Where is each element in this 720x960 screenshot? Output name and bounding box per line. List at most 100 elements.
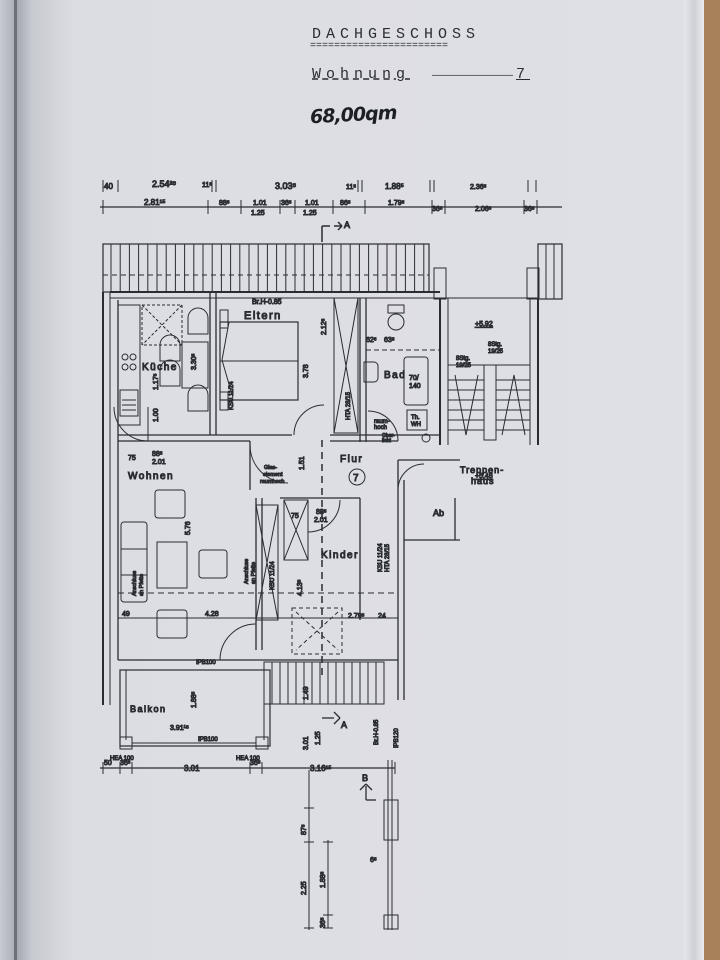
dim-hall-151: 1.51 <box>299 456 306 470</box>
room-label-balcony: Balkon <box>130 704 167 714</box>
dim-top-lower-2: 1.01 <box>253 200 267 207</box>
wardrobe-children <box>255 499 309 621</box>
wardrobe-parents <box>333 297 359 434</box>
dim-bottom-0: 50 <box>104 760 112 767</box>
dim-kitchen-330: 3.30⁵ <box>191 353 198 370</box>
dim-top-lower-5: 1.01 <box>305 200 319 207</box>
steps-2: 8Stg. <box>456 356 470 362</box>
unit-marker-circle <box>348 468 366 486</box>
dim-living-88: 88⁵ <box>152 451 163 458</box>
dim-bottom-2: 3.01 <box>184 764 200 773</box>
room-label-stairs-1: Treppen- <box>460 465 504 475</box>
dim-40: 40 <box>104 182 113 191</box>
dim-bath-62: 62⁵ <box>366 337 377 344</box>
dim-301-vertical: 3.01 <box>303 736 310 750</box>
steps-1-val: 19/25 <box>488 349 504 355</box>
dim-top-upper-6: 2.36⁵ <box>470 184 487 191</box>
ksu-children: KSU 11/24 <box>270 561 276 590</box>
dim-kitchen-117: 1.17⁵ <box>153 373 160 390</box>
dim-top-lower-0: 2.81¹⁵ <box>144 198 166 207</box>
unit-label: Wohnung <box>312 66 411 83</box>
bath-fixtures <box>363 304 440 443</box>
room-label-hall: Flur <box>340 454 363 465</box>
dim-bottom-4: 3.16¹⁵ <box>310 764 332 773</box>
pfette-note-2: an Pfette <box>139 574 145 596</box>
tub-size-2: 140 <box>409 383 421 390</box>
page-stack-edge <box>684 0 704 960</box>
table-surface <box>704 0 720 960</box>
dim-vertical-2: 1.88⁵ <box>320 871 327 888</box>
kitchen-fixtures <box>113 304 209 442</box>
bath-raumhoch-1: raum- <box>374 419 390 425</box>
dim-living-75: 75 <box>128 455 136 462</box>
bed <box>219 309 299 411</box>
top-dimension-line <box>100 180 562 214</box>
pfette-note-1: Anschluss <box>132 571 138 596</box>
dim-top-lower-6: 1.25 <box>303 210 317 217</box>
dim-bottom-3: 36⁵ <box>250 760 261 767</box>
steps-1: 8Stg. <box>488 342 502 348</box>
dim-top-lower-1: 88⁵ <box>219 200 230 207</box>
unit-number: 7 <box>516 66 531 83</box>
dim-top-lower-8: 1.79⁵ <box>388 200 405 207</box>
dim-living-428: 4.28 <box>205 611 219 618</box>
dim-top-upper-3: 3.03⁵ <box>275 181 297 191</box>
roof-rafters-right <box>433 243 563 300</box>
room-label-bath: Bad <box>384 370 406 381</box>
steps-2-val: 19/25 <box>456 363 472 369</box>
staircase <box>448 364 530 441</box>
oberlicht-2: licht <box>382 438 392 444</box>
ksu-children-2: KSU 11/24 <box>378 543 384 572</box>
beam-ipb120: IPB120 <box>394 728 400 748</box>
roof-rafters <box>102 243 430 293</box>
room-label-storage: Ab <box>433 508 444 518</box>
dim-top-upper-4: 11⁵ <box>346 184 356 191</box>
paper-sheet <box>14 0 704 960</box>
rafter-lines <box>110 244 425 292</box>
bottom-vertical-dimensions <box>304 760 399 930</box>
section-a-label-top: A <box>344 220 350 230</box>
beam-ipb100-top: IPB100 <box>196 660 216 666</box>
beam-ipb100: IPB100 <box>198 737 218 743</box>
level-592: +5.92 <box>475 321 493 328</box>
glass-element-2: element <box>263 472 283 478</box>
dim-top-upper-1: 2.54²⁵ <box>152 179 177 189</box>
hta-parents: HTA 28/15 <box>346 391 352 420</box>
binder-edge <box>0 0 14 960</box>
door-children <box>307 499 341 533</box>
water-heater-2: WH <box>411 422 421 428</box>
section-a-marker-top <box>321 221 343 242</box>
dim-125-vertical: 1.25 <box>315 731 322 745</box>
room-label-stairs-2: haus <box>471 476 495 486</box>
living-furniture <box>118 489 398 639</box>
dim-vertical-1: 2.25 <box>301 881 308 895</box>
sill-height-children: Br.H-0.85 <box>374 719 380 745</box>
dim-children-413: 4.13⁵ <box>297 579 304 596</box>
dim-children-24: 24 <box>378 613 386 620</box>
dim-balcony-188: 1.88⁵ <box>191 691 198 708</box>
dim-top-lower-11: 36⁵ <box>524 206 535 213</box>
exterior-walls <box>102 291 539 705</box>
glass-element-3: raumhoch <box>260 479 284 485</box>
dim-top-upper-2: 11⁵ <box>202 182 212 189</box>
glass-element-1: Glas- <box>264 465 277 471</box>
dim-children-88: 88⁵ <box>316 509 327 516</box>
unit-marker: 7 <box>353 473 359 484</box>
balcony-rafter-lines <box>271 662 377 704</box>
dim-balcony-149: 1.49 <box>303 686 310 700</box>
door-parents <box>293 404 325 436</box>
dim-parents-212: 2.12⁵ <box>321 318 328 335</box>
hta-children-2: HTA 28/15 <box>385 543 391 572</box>
ksu-parents: KSU 11/24 <box>229 381 235 410</box>
section-b-marker <box>359 783 376 801</box>
oberlicht-1: Ober- <box>382 433 395 439</box>
dim-parents-378: 3.78 <box>303 364 310 378</box>
bottom-dimension-line <box>100 762 396 774</box>
tub-size-1: 70/ <box>409 375 419 382</box>
beam-hea-left: HEA 100 <box>110 756 134 762</box>
sill-height-parents: Br.H-0.85 <box>252 299 282 306</box>
glass-door <box>249 444 289 484</box>
dim-top-lower-4: 36⁵ <box>281 200 292 207</box>
level-548: +5.48 <box>475 473 493 480</box>
